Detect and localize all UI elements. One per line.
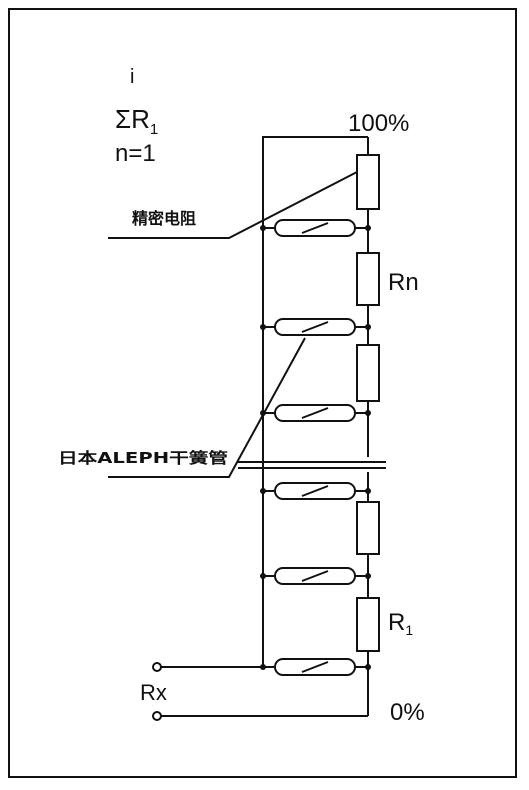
resistor-r1-subscript: 1 — [405, 622, 413, 638]
resistor-rn — [356, 252, 380, 306]
left-rail — [262, 136, 368, 667]
resistor-middle — [356, 344, 380, 402]
resistor-r1-letter: R — [388, 609, 405, 636]
resistor-top — [356, 154, 380, 210]
reed-switch-5 — [263, 567, 368, 585]
formula-operator: ΣR — [115, 104, 150, 134]
formula-lower-limit: n=1 — [115, 140, 156, 167]
formula-sum: ΣR1 — [115, 104, 158, 138]
precision-resistor-leader — [108, 171, 358, 239]
reed-switch-label: 日本ALEPH干簧管 — [58, 449, 228, 467]
resistor-r1 — [356, 597, 380, 652]
resistor-lower — [356, 501, 380, 555]
precision-resistor-label: 精密电阻 — [132, 209, 196, 228]
resistor-r1-label: R1 — [388, 609, 413, 638]
reed-switch-6 — [263, 658, 368, 676]
formula-upper-limit: i — [130, 66, 134, 88]
reed-switch-2 — [263, 318, 368, 336]
rx-terminal-bottom — [152, 711, 162, 721]
reed-switch-3 — [263, 404, 368, 422]
reed-switch-4 — [263, 482, 368, 500]
rx-terminal-top — [152, 662, 162, 672]
reed-switch-1 — [263, 219, 368, 237]
junction-dots — [260, 225, 371, 670]
top-percent-label: 100% — [348, 110, 409, 137]
reed-switch-leader — [108, 337, 306, 478]
rx-label: Rx — [140, 680, 167, 705]
resistor-rn-label: Rn — [388, 269, 419, 296]
bottom-percent-label: 0% — [390, 699, 425, 726]
formula-subscript: 1 — [150, 121, 158, 138]
